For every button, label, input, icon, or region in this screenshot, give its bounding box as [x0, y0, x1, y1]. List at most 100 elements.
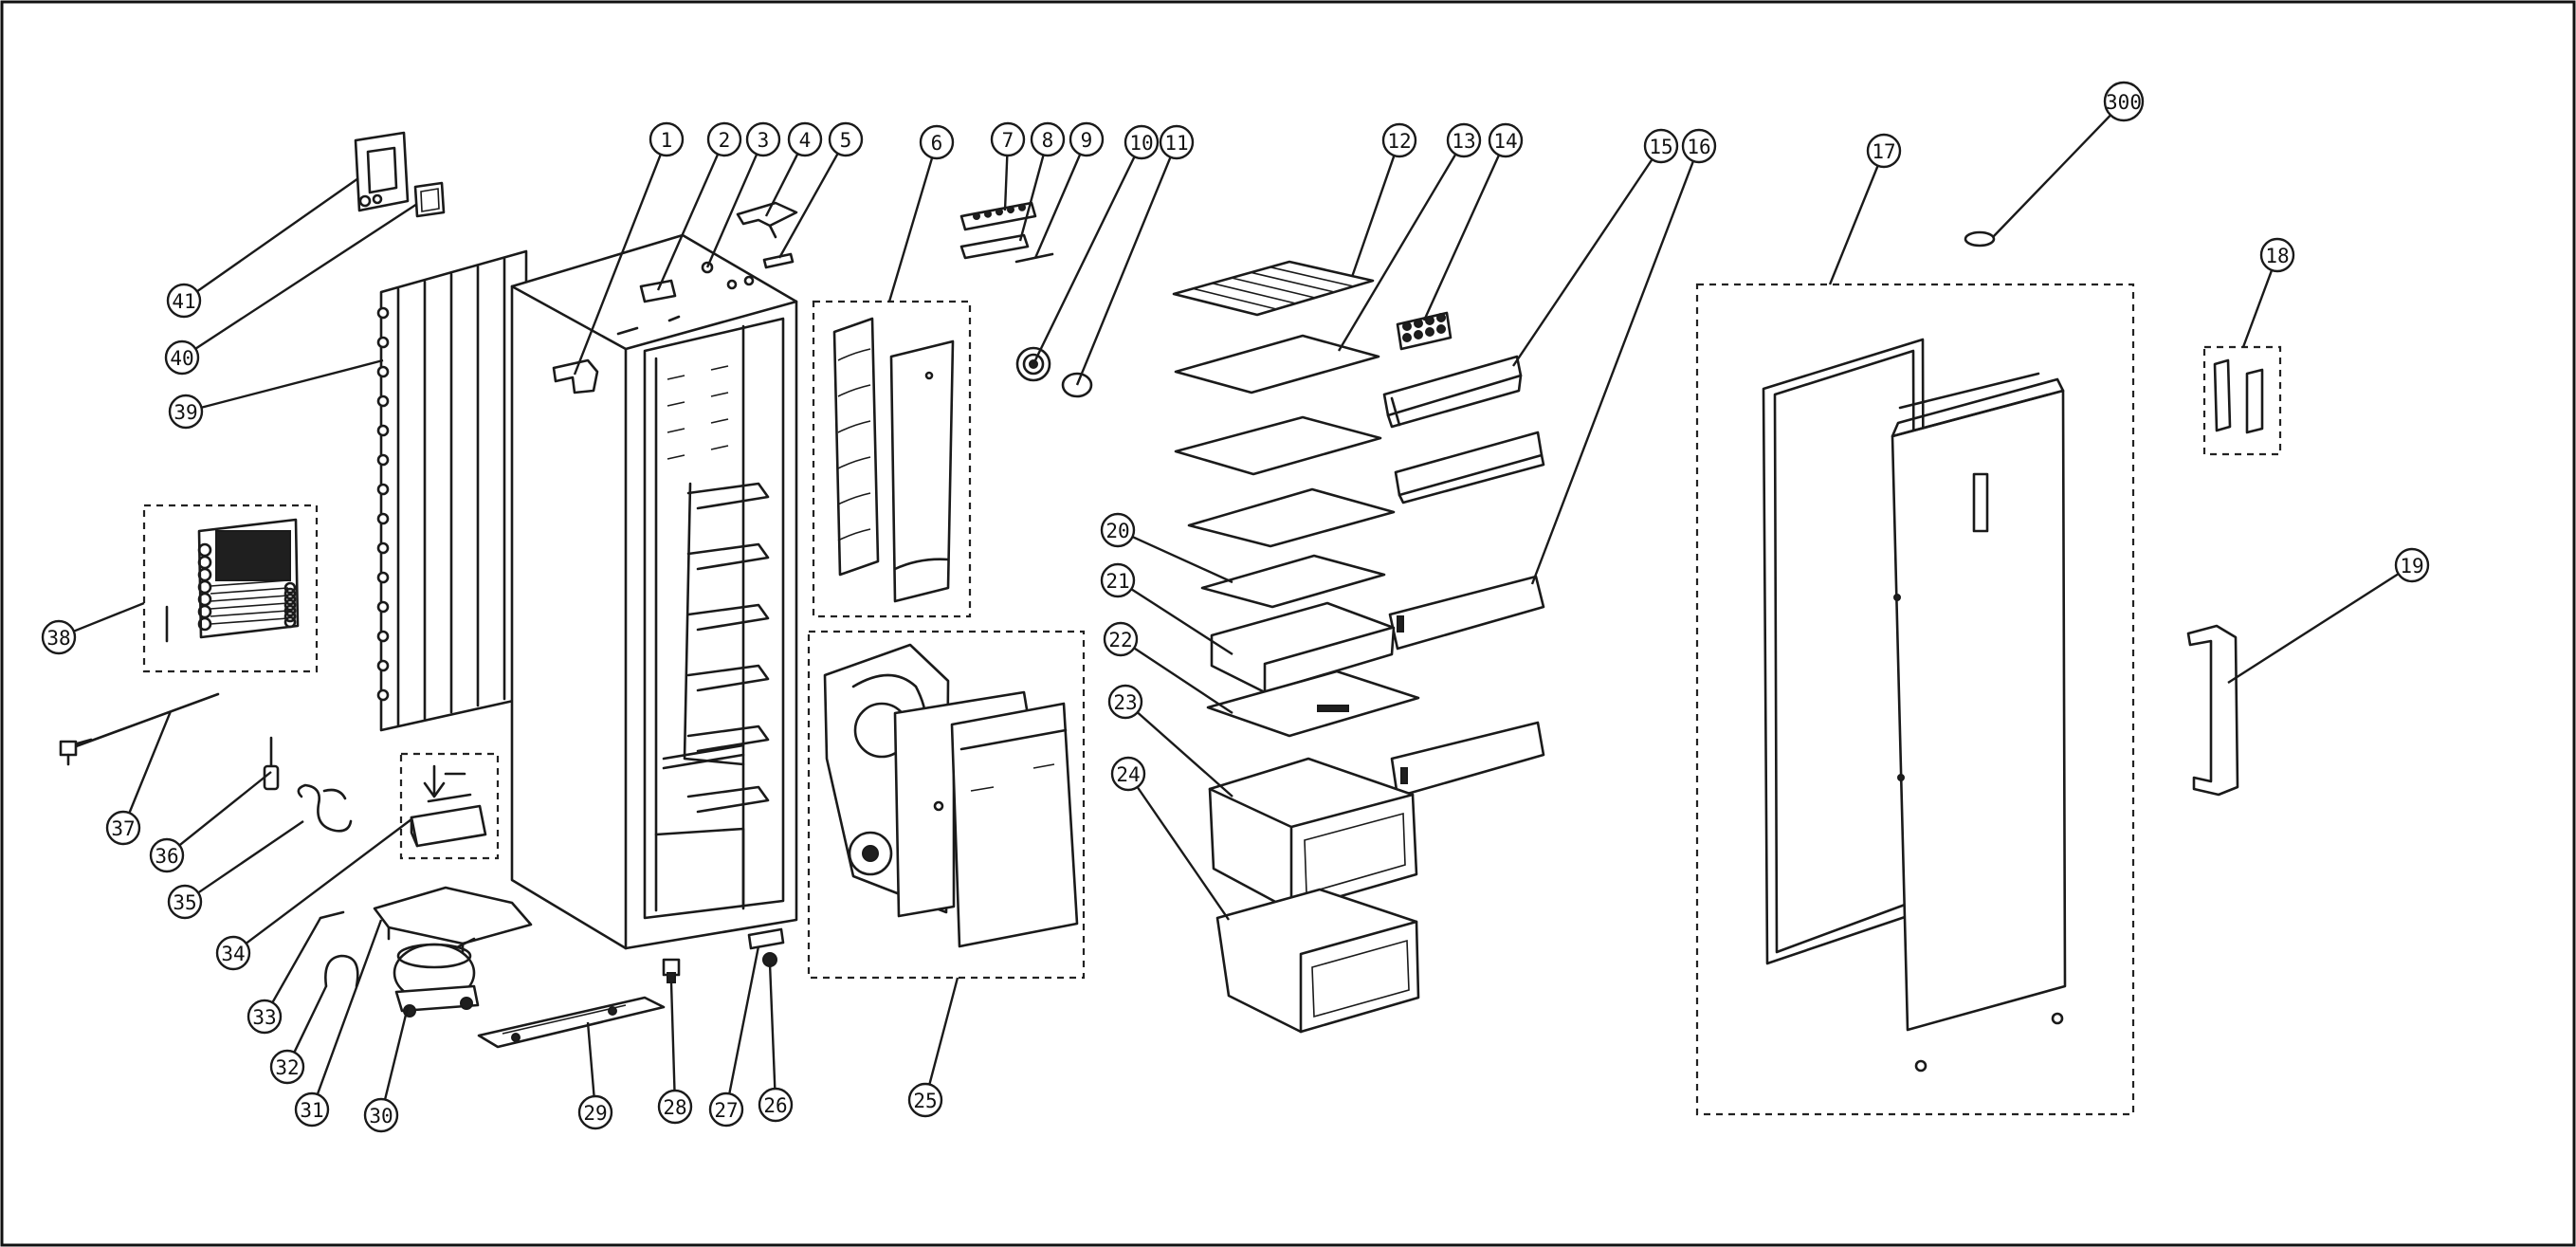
callout-8: 8: [1030, 121, 1066, 157]
callout-circle: [828, 121, 864, 157]
callout-circle: [269, 1049, 305, 1085]
callout-circle: [1381, 122, 1417, 158]
callout-circle: [708, 1091, 744, 1128]
callout-34: 34: [215, 935, 251, 971]
callout-26: 26: [758, 1087, 794, 1123]
part-34-drain-tray: [410, 764, 487, 848]
hinge-group-box: [2202, 345, 2282, 456]
callout-number: 2: [719, 129, 731, 152]
callout-number: 14: [1493, 130, 1517, 153]
callout-number: 8: [1042, 129, 1054, 152]
callout-circle: [41, 619, 77, 655]
condenser-bend: [376, 306, 390, 320]
cabinet-shelf-support: [686, 542, 770, 571]
callout-number: 18: [2265, 245, 2289, 267]
callout-1: 1: [649, 121, 685, 157]
shelf-rail: [710, 392, 729, 397]
callout-number: 12: [1387, 130, 1411, 153]
callout-circle: [787, 121, 823, 157]
callout-number: 31: [300, 1099, 323, 1122]
callout-19: 19: [2394, 547, 2430, 583]
part-12-wire-shelf: [1172, 260, 1375, 317]
part-33-pin: [319, 910, 345, 920]
callout-32: 32: [269, 1049, 305, 1085]
callout-27: 27: [708, 1091, 744, 1128]
callout-36: 36: [149, 837, 185, 873]
leader-7: [1003, 155, 1009, 211]
duct-rib: [837, 348, 871, 361]
leader-30: [383, 1006, 410, 1100]
evaporator-bend: [283, 593, 297, 606]
callout-number: 38: [46, 627, 70, 650]
shelf-wire: [1212, 282, 1296, 304]
leader-21: [1130, 588, 1233, 656]
part-21-chiller-drawer: [1210, 601, 1396, 694]
condenser-bend: [376, 630, 390, 643]
leader-10: [1032, 156, 1136, 365]
condenser-bend: [376, 512, 390, 525]
callout-circle: [1681, 128, 1717, 164]
callout-number: 35: [173, 891, 196, 914]
egg-cup: [1425, 316, 1434, 325]
air-duct-group-box: [812, 300, 972, 618]
callout-circle: [1103, 621, 1139, 657]
callout-circle: [1446, 122, 1482, 158]
egg-cup: [1425, 327, 1434, 337]
condenser-bend: [376, 600, 390, 614]
callout-16: 16: [1681, 128, 1717, 164]
leader-16: [1530, 160, 1695, 585]
callout-24: 24: [1110, 756, 1146, 792]
callout-29: 29: [577, 1094, 613, 1130]
leader-31: [316, 919, 383, 1095]
leader-41: [196, 177, 359, 293]
callout-circle: [294, 1091, 330, 1128]
callout-circle: [1124, 124, 1160, 160]
callout-circle: [706, 121, 742, 157]
leader-6: [887, 156, 934, 303]
part-16-door-bin-4: [1390, 721, 1545, 798]
callout-23: 23: [1107, 684, 1143, 720]
part-4-top-hinge: [736, 201, 798, 239]
evaporator-bend: [283, 598, 297, 612]
condenser-bend: [376, 659, 390, 672]
panel-button: [1007, 206, 1014, 214]
callout-30: 30: [363, 1097, 399, 1133]
callout-300: 300: [2103, 81, 2145, 122]
callout-number: 30: [369, 1105, 393, 1128]
egg-cup: [1414, 330, 1423, 339]
part-32-hose: [324, 954, 359, 988]
door-assembly-group-box: [1695, 283, 2135, 1116]
shelf-rail: [667, 454, 685, 460]
callout-number: 41: [172, 290, 195, 313]
callout-circle: [2103, 81, 2145, 122]
callout-circle: [758, 1087, 794, 1123]
part-20-small-shelf: [1200, 554, 1386, 609]
callout-circle: [657, 1089, 693, 1125]
part-28-leveling-foot: [662, 958, 681, 983]
callout-number: 33: [252, 1006, 276, 1029]
leader-35: [197, 820, 304, 894]
leader-25: [928, 977, 959, 1085]
callout-number: 6: [931, 132, 943, 155]
part-24-crisper-drawer-2: [1215, 888, 1420, 1034]
part-35-capillary-tube: [297, 783, 353, 833]
callout-circle: [1159, 124, 1195, 160]
part-7-control-panel: [959, 201, 1037, 231]
condenser-bend: [376, 571, 390, 584]
condenser-bend: [376, 541, 390, 555]
part-14-egg-tray: [1396, 311, 1452, 351]
egg-cup: [1414, 319, 1423, 328]
leader-9: [1033, 154, 1082, 259]
callout-circle: [1107, 684, 1143, 720]
fan-assembly-group-box: [807, 630, 1086, 980]
leader-27: [728, 945, 760, 1094]
leader-40: [194, 202, 418, 350]
callout-number: 34: [221, 943, 245, 965]
callout-10: 10: [1124, 124, 1160, 160]
callout-circle: [577, 1094, 613, 1130]
condenser-bend: [376, 394, 390, 408]
leader-28: [669, 981, 676, 1091]
shelf-rail: [710, 418, 729, 424]
part-25-fan-assembly: [823, 643, 1079, 948]
